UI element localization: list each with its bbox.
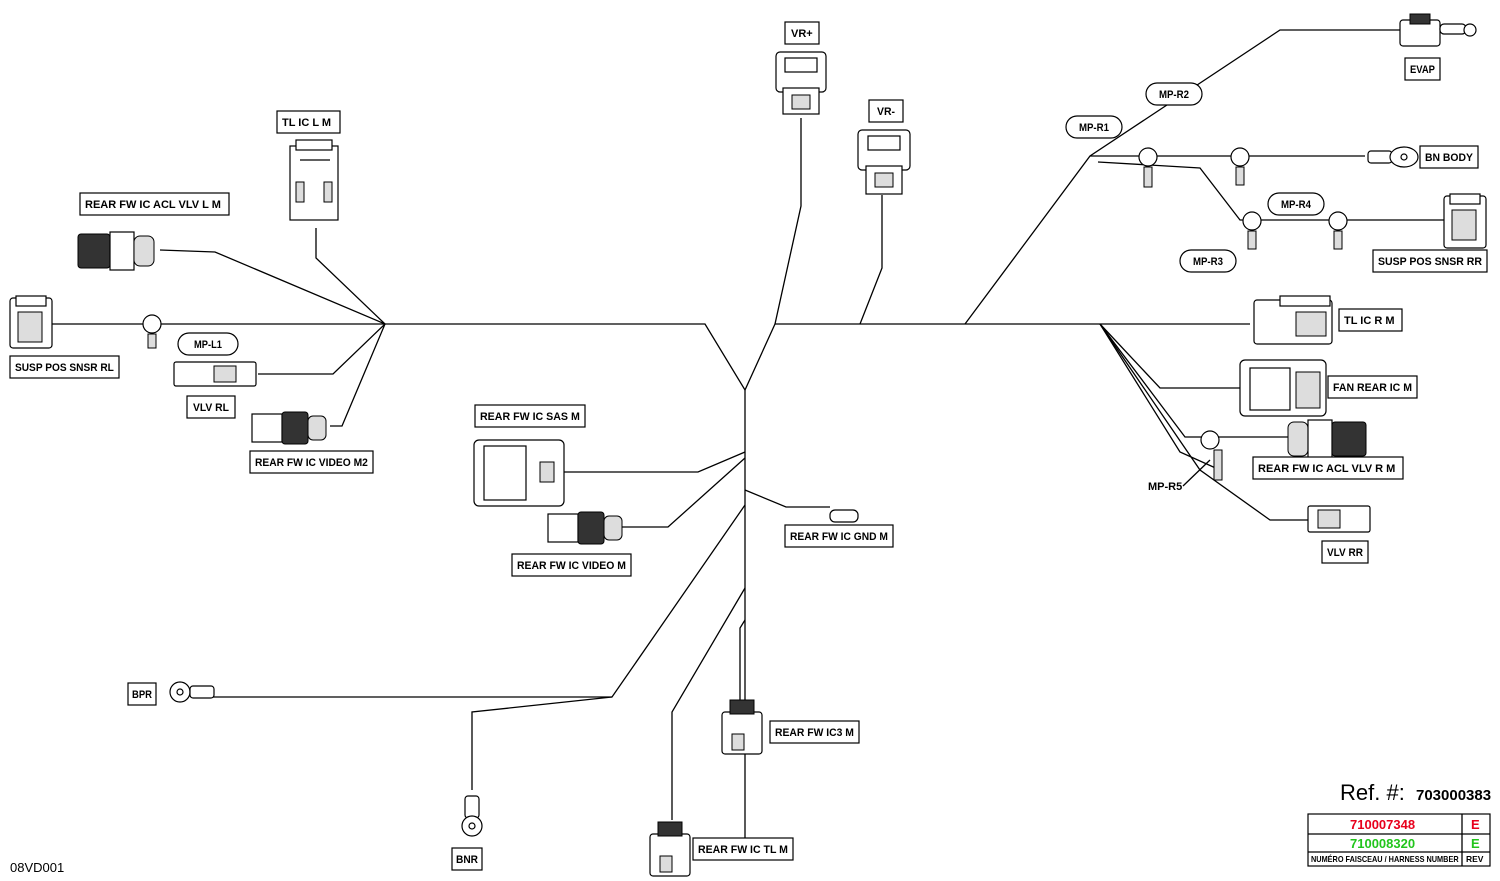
ring-terminal-bn-body-icon — [1367, 146, 1419, 168]
clip-mp-r5-icon — [1200, 430, 1223, 481]
svg-text:TL IC R M: TL IC R M — [1344, 315, 1395, 327]
connector-rear-fw-ic3-m-icon — [721, 699, 763, 755]
svg-text:MP-R1: MP-R1 — [1079, 122, 1109, 134]
svg-text:REAR FW IC3 M: REAR FW IC3 M — [775, 727, 854, 739]
svg-text:BN BODY: BN BODY — [1425, 152, 1473, 164]
reference-title: Ref. #: — [1340, 780, 1405, 805]
label-vr-plus: VR+ — [784, 21, 820, 45]
svg-text:REAR FW IC GND M: REAR FW IC GND M — [790, 531, 888, 543]
label-rear-fw-ic-gnd-m: REAR FW IC GND M — [784, 524, 894, 548]
connector-rear-fw-ic-acl-vlv-l-m-icon — [77, 231, 155, 271]
reference-block: Ref. #: 703000383 — [1340, 780, 1491, 805]
label-tl-ic-l-m: TL IC L M — [276, 110, 341, 134]
svg-text:VR-: VR- — [877, 106, 895, 118]
connector-evap-icon — [1399, 13, 1477, 47]
label-vr-minus: VR- — [868, 99, 904, 123]
clip-mp-r2-icon — [1230, 147, 1250, 186]
clip-mp-r3-icon — [1242, 211, 1262, 250]
label-susp-pos-snsr-rl: SUSP POS SNSR RL — [9, 355, 120, 379]
svg-text:MP-R2: MP-R2 — [1159, 89, 1189, 101]
label-rear-fw-ic-acl-vlv-l-m: REAR FW IC ACL VLV L M — [79, 192, 230, 216]
label-bpr: BPR — [127, 682, 157, 706]
svg-text:REAR FW IC ACL VLV R M: REAR FW IC ACL VLV R M — [1258, 463, 1395, 475]
harness-rev-1: E — [1471, 817, 1480, 832]
clip-mp-l1-icon — [142, 314, 162, 349]
connector-rear-fw-ic-video-m-icon — [547, 511, 623, 545]
harness-number-2: 710008320 — [1350, 836, 1415, 851]
svg-text:MP-L1: MP-L1 — [194, 339, 222, 351]
label-rear-fw-ic3-m: REAR FW IC3 M — [769, 720, 860, 744]
ring-terminal-bnr-icon — [461, 795, 483, 837]
svg-text:TL IC L M: TL IC L M — [282, 117, 331, 129]
label-mp-r5: MP-R5 — [1148, 459, 1211, 493]
ring-terminal-bpr-icon — [169, 681, 215, 703]
harness-rev-2: E — [1471, 836, 1480, 851]
svg-text:REAR FW IC ACL VLV L M: REAR FW IC ACL VLV L M — [85, 199, 221, 211]
label-bnr: BNR — [451, 847, 483, 871]
harness-number-table: 710007348 E 710008320 E NUMÉRO FAISCEAU … — [1307, 813, 1491, 867]
label-bn-body: BN BODY — [1419, 145, 1479, 169]
label-fan-rear-ic-m: FAN REAR IC M — [1327, 375, 1418, 399]
svg-text:BPR: BPR — [132, 689, 153, 701]
label-vlv-rl: VLV RL — [186, 395, 236, 419]
svg-text:REAR FW IC VIDEO M: REAR FW IC VIDEO M — [517, 560, 626, 572]
connector-rear-fw-ic-acl-vlv-r-m-icon — [1287, 419, 1367, 459]
label-rear-fw-ic-sas-m: REAR FW IC SAS M — [474, 404, 586, 428]
label-tl-ic-r-m: TL IC R M — [1338, 308, 1403, 332]
clip-mp-r1-icon — [1138, 147, 1158, 188]
connector-rear-fw-ic-video-m2-icon — [251, 411, 327, 445]
connector-rear-fw-ic-tl-m-icon — [649, 821, 691, 877]
label-mp-r4: MP-R4 — [1267, 192, 1325, 216]
label-mp-r2: MP-R2 — [1145, 82, 1203, 106]
label-rear-fw-ic-tl-m: REAR FW IC TL M — [692, 837, 794, 861]
svg-text:REAR FW IC SAS M: REAR FW IC SAS M — [480, 411, 580, 423]
label-rear-fw-ic-acl-vlv-r-m: REAR FW IC ACL VLV R M — [1252, 456, 1404, 480]
connector-vr-plus-icon — [775, 51, 827, 115]
svg-text:VR+: VR+ — [791, 28, 813, 40]
harness-number-1: 710007348 — [1350, 817, 1415, 832]
svg-text:REAR FW IC VIDEO M2: REAR FW IC VIDEO M2 — [255, 457, 368, 469]
svg-text:VLV RL: VLV RL — [193, 402, 229, 414]
svg-text:EVAP: EVAP — [1410, 64, 1435, 76]
connector-vlv-rr-icon — [1307, 505, 1371, 533]
label-mp-r3: MP-R3 — [1179, 249, 1237, 273]
connector-tl-ic-r-m-icon — [1253, 295, 1333, 345]
connector-vlv-rl-icon — [173, 361, 257, 387]
svg-text:REAR FW IC TL M: REAR FW IC TL M — [698, 844, 788, 856]
harness-table-footer-rev: REV — [1466, 854, 1484, 864]
label-rear-fw-ic-video-m: REAR FW IC VIDEO M — [511, 553, 632, 577]
label-mp-l1: MP-L1 — [177, 332, 239, 356]
svg-text:BNR: BNR — [456, 854, 478, 866]
connector-vr-minus-icon — [857, 129, 911, 195]
connector-tl-ic-l-m-icon — [289, 139, 339, 221]
label-evap: EVAP — [1404, 57, 1441, 81]
svg-text:SUSP POS SNSR RL: SUSP POS SNSR RL — [15, 362, 114, 374]
connector-rear-fw-ic-sas-m-icon — [473, 439, 565, 507]
svg-text:MP-R5: MP-R5 — [1148, 481, 1182, 493]
label-vlv-rr: VLV RR — [1321, 540, 1369, 564]
svg-text:MP-R4: MP-R4 — [1281, 199, 1311, 211]
clip-mp-r4-icon — [1328, 211, 1348, 250]
drawing-code: 08VD001 — [10, 860, 64, 875]
svg-text:SUSP POS SNSR RR: SUSP POS SNSR RR — [1378, 256, 1482, 268]
svg-text:VLV RR: VLV RR — [1327, 547, 1363, 560]
connector-susp-pos-snsr-rl-icon — [9, 295, 53, 349]
svg-text:FAN REAR IC M: FAN REAR IC M — [1333, 382, 1412, 394]
reference-number: 703000383 — [1416, 787, 1491, 804]
label-susp-pos-snsr-rr: SUSP POS SNSR RR — [1372, 249, 1488, 273]
label-rear-fw-ic-video-m2: REAR FW IC VIDEO M2 — [249, 450, 374, 474]
label-mp-r1: MP-R1 — [1065, 115, 1123, 139]
connector-fan-rear-ic-m-icon — [1239, 359, 1327, 417]
harness-table-footer: NUMÉRO FAISCEAU / HARNESS NUMBER — [1311, 855, 1459, 865]
terminal-rear-fw-ic-gnd-m-icon — [829, 509, 859, 523]
connector-susp-pos-snsr-rr-icon — [1443, 193, 1487, 249]
svg-text:MP-R3: MP-R3 — [1193, 256, 1223, 268]
